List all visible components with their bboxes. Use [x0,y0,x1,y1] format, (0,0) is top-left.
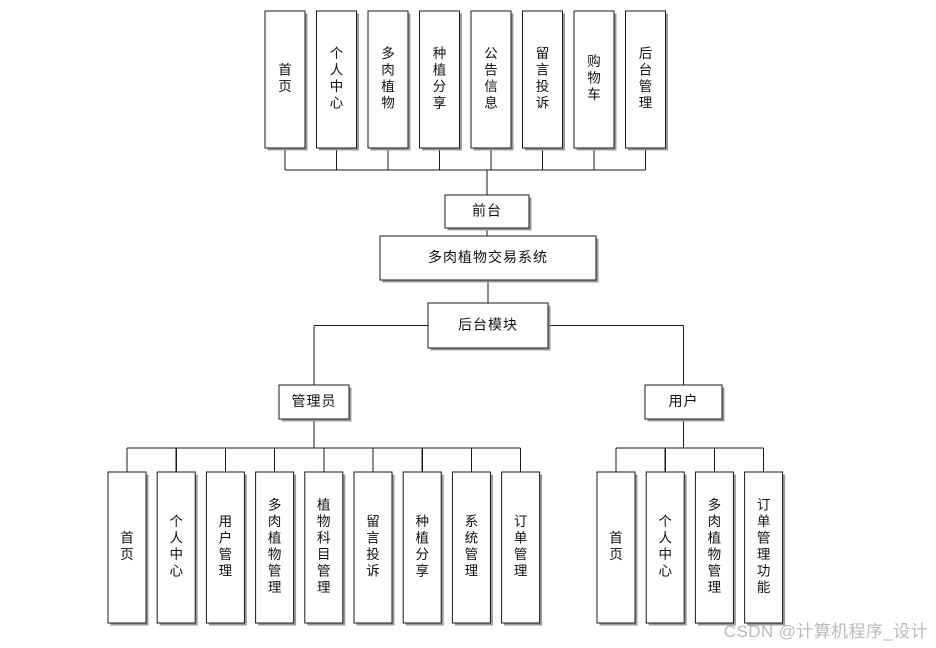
box-outline [470,10,512,149]
node-label: 首页 [120,530,134,562]
admin-item-4[interactable]: 植物科目管理 [304,471,346,626]
admin-item-1[interactable]: 个人中心 [156,471,198,626]
frontend-item-0[interactable]: 首页 [264,10,308,151]
box-outline [107,471,147,624]
node-label: 首页 [609,530,623,562]
csdn-watermark: CSDN @计算机程序_设计 [723,622,928,641]
user-item-0[interactable]: 首页 [596,471,638,626]
node-label: 个人中心 [169,514,183,579]
node-label: 用户管理 [219,514,233,579]
box-outline [353,471,393,624]
node-boxes: 首页个人中心多肉植物种植分享公告信息留言投诉购物车后台管理前台多肉植物交易系统后… [107,10,786,626]
frontend-item-3[interactable]: 种植分享 [419,10,463,151]
frontend-item-6[interactable]: 购物车 [573,10,617,151]
frontend-node[interactable]: 前台 [444,194,532,231]
box-outline [744,471,784,624]
node-label: 个人中心 [658,514,672,579]
node-label: 多肉植物交易系统 [428,249,548,266]
frontend-item-1[interactable]: 个人中心 [316,10,360,151]
node-label: 多肉植物 [381,45,395,111]
box-outline [156,471,196,624]
user-item-3[interactable]: 订单管理功能 [744,471,786,626]
admin-item-6[interactable]: 种植分享 [402,471,444,626]
node-label: 购物车 [587,54,601,102]
node-label: 多肉植物管理 [268,496,282,595]
box-outline [522,10,563,149]
box-outline [316,10,357,149]
frontend-item-7[interactable]: 后台管理 [625,10,669,151]
node-label: 个人中心 [330,46,344,111]
box-outline [367,10,409,149]
node-label: 订单管理功能 [757,497,771,595]
admin-item-3[interactable]: 多肉植物管理 [255,471,297,626]
frontend-item-2[interactable]: 多肉植物 [367,10,411,151]
admin-item-5[interactable]: 留言投诉 [353,471,395,626]
box-outline [645,471,685,624]
admin-item-0[interactable]: 首页 [107,471,149,626]
node-label: 留言投诉 [366,514,380,579]
box-outline [255,471,295,624]
box-outline [205,471,245,624]
admin-item-7[interactable]: 系统管理 [451,471,493,626]
box-outline [264,10,306,149]
node-label: 公告信息 [484,46,498,111]
role-node-user[interactable]: 用户 [644,384,725,422]
box-outline [419,10,460,149]
box-outline [451,471,491,624]
box-outline [501,471,541,624]
box-outline [625,10,666,149]
user-item-2[interactable]: 多肉植物管理 [694,471,736,626]
box-outline [278,384,350,420]
box-outline [444,194,530,229]
connector-lines [126,148,765,472]
node-label: 用户 [669,393,699,410]
root-node[interactable]: 多肉植物交易系统 [379,235,599,283]
box-outline [573,10,615,149]
node-label: 首页 [278,62,292,94]
box-outline [402,471,442,624]
node-label: 种植分享 [433,46,447,111]
node-label: 管理员 [292,394,337,410]
box-outline [694,471,734,624]
role-node-admin[interactable]: 管理员 [278,384,352,422]
node-label: 订单管理 [514,514,528,579]
node-label: 种植分享 [415,514,429,579]
node-label: 前台 [472,203,502,220]
node-label: 植物科目管理 [317,497,331,595]
admin-item-2[interactable]: 用户管理 [205,471,247,626]
node-label: 后台模块 [458,318,518,334]
frontend-item-5[interactable]: 留言投诉 [522,10,566,151]
box-outline [304,471,344,624]
node-label: 多肉植物管理 [708,496,722,595]
frontend-item-4[interactable]: 公告信息 [470,10,514,151]
box-outline [644,384,723,420]
node-label: 系统管理 [465,514,479,579]
box-outline [596,471,636,624]
user-item-1[interactable]: 个人中心 [645,471,687,626]
node-label: 后台管理 [639,46,653,111]
admin-item-8[interactable]: 订单管理 [501,471,543,626]
box-outline [379,235,597,281]
backend-node[interactable]: 后台模块 [427,302,551,351]
box-outline [427,302,549,349]
node-label: 留言投诉 [536,46,550,111]
